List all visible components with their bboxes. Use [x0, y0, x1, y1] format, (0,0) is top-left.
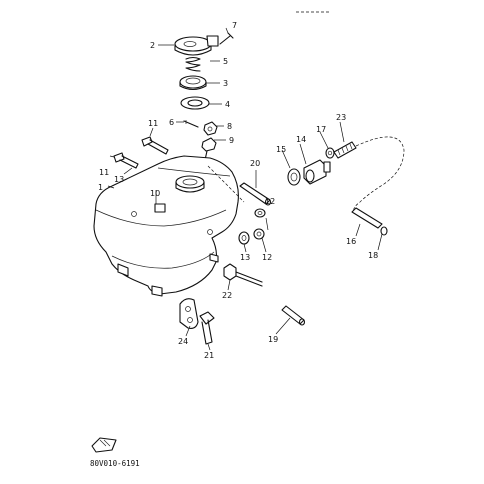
callout-labels: 1 2 3 4 5 6 7 8 9 10 11 11 12 12 13 13 1… [98, 21, 378, 360]
washer-12-lower [253, 228, 265, 240]
tank-cap [174, 35, 219, 56]
callout-3: 3 [223, 79, 228, 88]
callout-13-right: 13 [240, 253, 250, 262]
callout-5: 5 [223, 57, 228, 66]
callout-1: 1 [98, 183, 103, 192]
fitting-9 [201, 137, 217, 161]
callout-20: 20 [250, 159, 260, 168]
fuel-cock-14 [303, 159, 331, 185]
pin-6 [183, 120, 199, 128]
washer-12-upper [254, 208, 266, 218]
nut-22 [223, 263, 263, 287]
callout-12-lower: 12 [262, 253, 272, 262]
callout-11-lower: 11 [99, 168, 109, 177]
leader-lines [107, 27, 383, 351]
clip-17 [325, 147, 335, 159]
callout-6: 6 [169, 118, 174, 127]
pipe-20 [239, 182, 272, 206]
callout-18: 18 [368, 251, 378, 260]
o-ring-15 [287, 168, 301, 186]
hose-16 [351, 207, 383, 229]
callout-15: 15 [276, 145, 286, 154]
clip-18 [380, 226, 388, 236]
callout-10: 10 [150, 189, 160, 198]
callout-11-upper: 11 [148, 119, 158, 128]
hose-19 [281, 305, 306, 326]
cap-screw [219, 32, 234, 45]
callout-22: 22 [222, 291, 232, 300]
callout-12-upper: 12 [265, 197, 275, 206]
callout-19: 19 [268, 335, 278, 344]
cap-seat [179, 75, 207, 91]
callout-13-left: 13 [114, 175, 124, 184]
callout-23: 23 [336, 113, 346, 122]
callout-21: 21 [204, 351, 214, 360]
bolt-11-upper [141, 136, 169, 155]
bolt-21 [199, 311, 215, 345]
callout-17: 17 [316, 125, 326, 134]
callout-4: 4 [225, 100, 230, 109]
fuel-tank [93, 155, 245, 297]
figure-code: 80V010-6191 [90, 459, 140, 468]
bolt-11-lower [113, 152, 139, 169]
washer-13 [238, 231, 250, 245]
callout-7: 7 [232, 21, 237, 30]
callout-24: 24 [178, 337, 188, 346]
bracket-plate [179, 298, 199, 329]
callout-9: 9 [229, 136, 234, 145]
fitting-23 [333, 141, 357, 159]
callout-2: 2 [150, 41, 155, 50]
fuel-hose-route [353, 136, 405, 213]
nut-8 [203, 121, 218, 136]
callout-8: 8 [227, 122, 232, 131]
figure-mark [91, 437, 117, 453]
cap-gasket [180, 96, 210, 110]
callout-16: 16 [346, 237, 356, 246]
callout-14: 14 [296, 135, 306, 144]
cap-spring [185, 56, 201, 72]
